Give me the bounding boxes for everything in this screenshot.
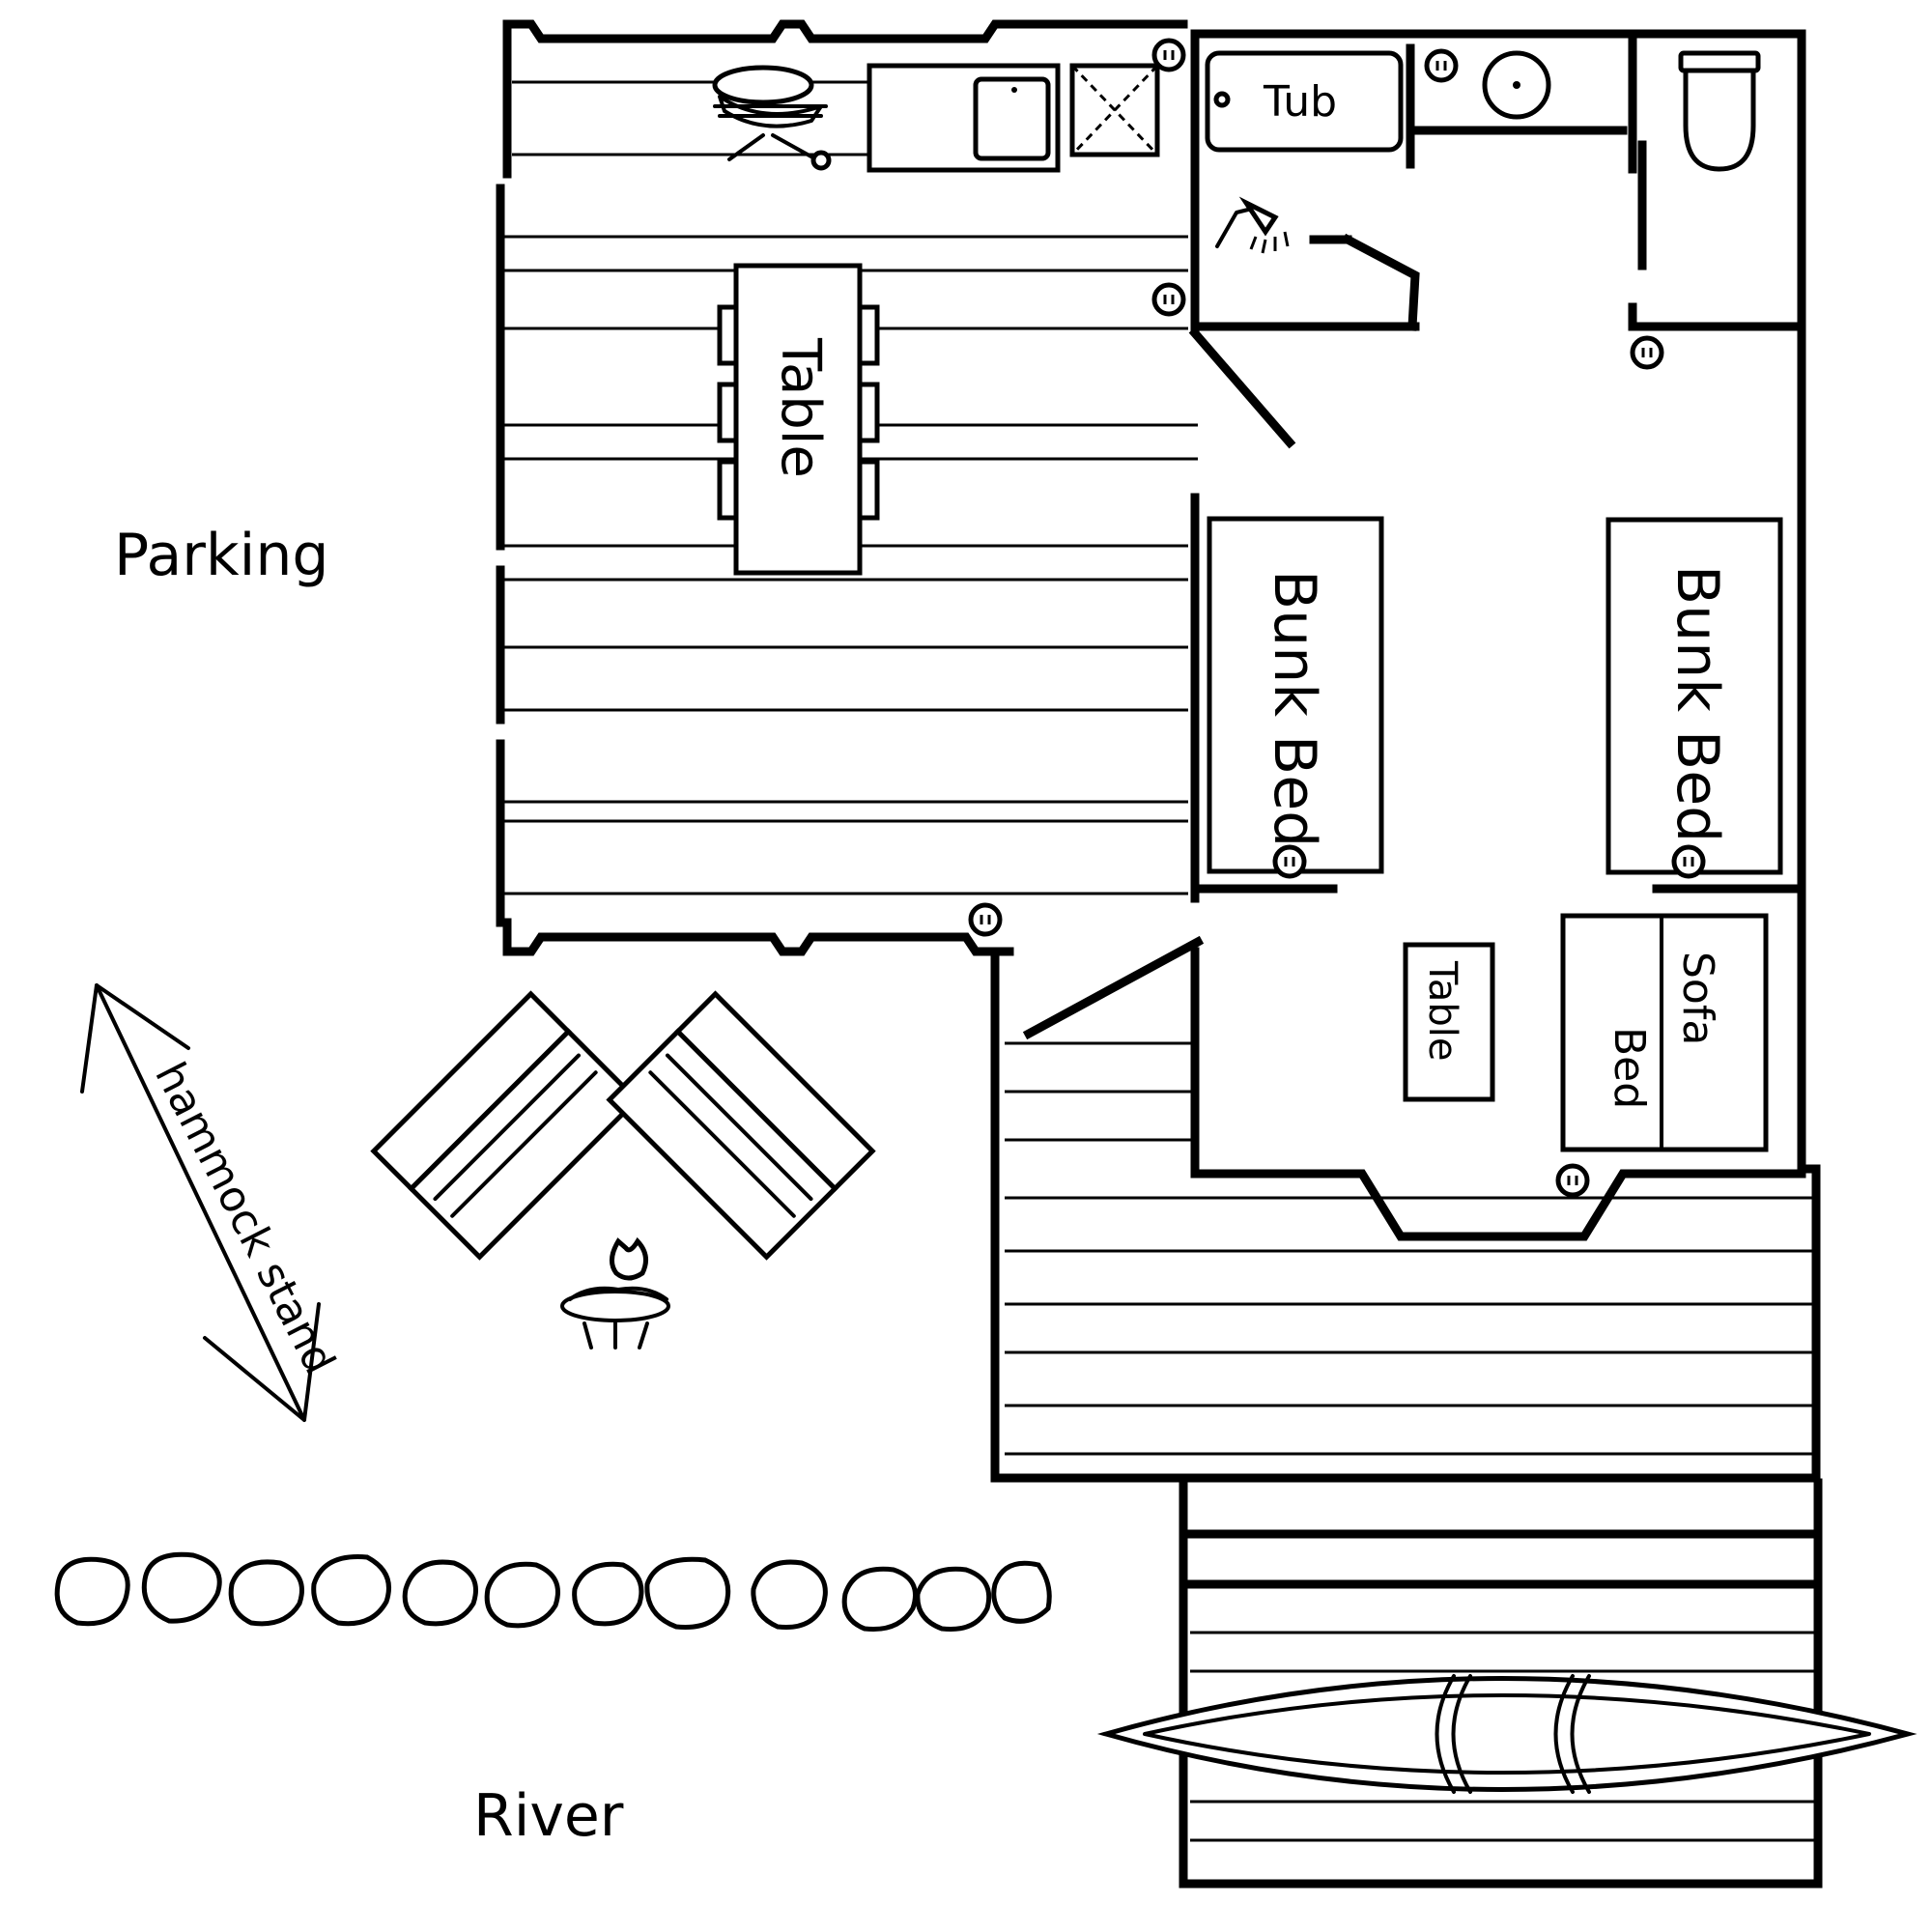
back-deck [990,947,1823,1889]
room-table-label: Table [1420,960,1464,1061]
adirondack-chair [370,990,640,1261]
back-deck-boards [1005,1041,1816,1456]
sink-icon [973,76,1051,161]
canoe-icon [1096,1674,1918,1794]
outlet-icon [1272,844,1307,879]
deck-dining-table: Table [717,263,880,576]
parking-label: Parking [114,522,328,589]
sofa-bed-label: Bed [1605,1027,1654,1109]
bunk-bed-left: Bunk Bed [1207,516,1384,874]
outlet-icon [1671,844,1706,879]
shower-icon [1215,196,1290,254]
adirondack-chair [606,990,876,1261]
hammock-stand: hammock stand [80,983,344,1422]
bunk-bed-right: Bunk Bed [1605,517,1783,875]
rock-border [54,1551,1052,1633]
hammock-label: hammock stand [145,1055,344,1382]
dock-boards [1190,1631,1816,1842]
outlet-icon [1151,38,1186,72]
cabin-walls [1022,29,1806,1241]
bathroom: Tub [1205,50,1761,254]
outlet-icon [1151,282,1186,317]
bunk-bed-right-label: Bunk Bed [1663,565,1731,842]
outlet-icon [1555,1163,1590,1198]
bunk-bed-left-label: Bunk Bed [1261,570,1328,847]
river-label: River [473,1782,624,1850]
deck-table-label: Table [769,337,832,478]
tub-label: Tub [1263,77,1337,127]
toilet-icon [1678,50,1761,172]
outdoor-kitchen-counter [867,63,1160,173]
front-deck [496,19,1198,956]
sofa-label: Sofa [1673,952,1722,1045]
sofa-bed: Sofa Bed [1560,913,1769,1152]
room-table: Table [1403,942,1495,1102]
outlet-icon [968,902,1003,937]
outlet-icon [1630,335,1664,370]
outlet-icons [968,38,1706,1198]
outlet-icon [1424,48,1459,83]
fire-pit-icon [560,1236,670,1350]
grill-icon [712,65,832,171]
